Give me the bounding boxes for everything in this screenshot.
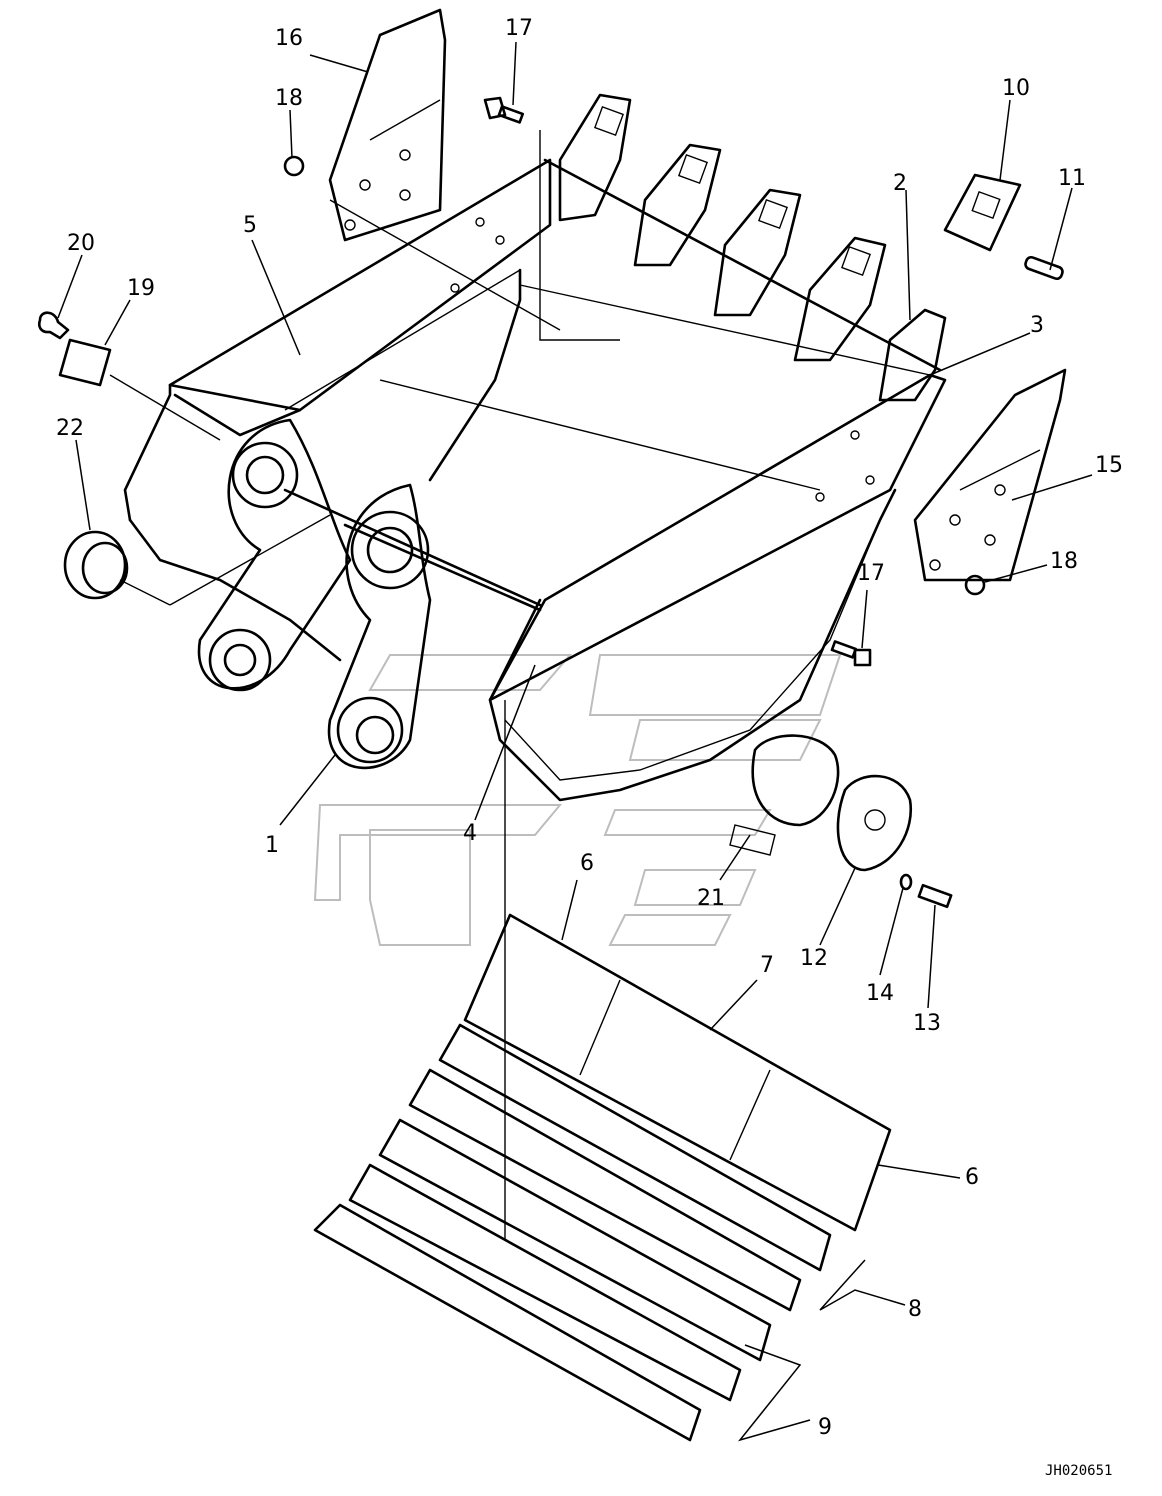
callout-6a: 6: [580, 851, 594, 876]
spare-tooth: [943, 173, 1022, 252]
washer-21: [729, 734, 840, 856]
callout-5: 5: [243, 213, 257, 238]
callout-17b: 17: [857, 561, 885, 586]
callout-15: 15: [1095, 453, 1123, 478]
wear-plates: [313, 913, 892, 1442]
bucket-body: [123, 158, 947, 802]
callout-11: 11: [1058, 166, 1086, 191]
leader-lines: [57, 41, 1093, 1442]
watermark-logo: [313, 654, 842, 946]
callout-21: 21: [697, 886, 725, 911]
nut-right: [964, 574, 986, 596]
bolt-right: [830, 640, 872, 667]
bolt-upper: [483, 96, 525, 124]
callout-13: 13: [913, 1011, 941, 1036]
side-cutter-right: [913, 368, 1067, 582]
callout-18a: 18: [275, 86, 303, 111]
callout-17a: 17: [505, 16, 533, 41]
callout-4: 4: [463, 821, 477, 846]
side-cutter-left: [328, 8, 447, 242]
callout-6b: 6: [965, 1165, 979, 1190]
bucket-teeth: [558, 93, 947, 402]
callout-10: 10: [1002, 76, 1030, 101]
screw-20: [38, 311, 70, 340]
callout-20: 20: [67, 231, 95, 256]
callout-19: 19: [127, 276, 155, 301]
boss-12: [836, 774, 913, 872]
callout-8: 8: [908, 1297, 922, 1322]
callout-7: 7: [760, 953, 774, 978]
plate-19: [58, 338, 112, 387]
callout-18b: 18: [1050, 549, 1078, 574]
nut-upper: [283, 155, 305, 177]
tooth-pin: [1024, 255, 1064, 281]
callout-14: 14: [866, 981, 894, 1006]
callout-22: 22: [56, 416, 84, 441]
callout-2: 2: [893, 171, 907, 196]
washer-14: [899, 873, 913, 891]
bolt-13: [917, 883, 953, 909]
callout-labels: 1 2 3 4 5 6 6 7 8 9 10 11 12 13 14 15 16…: [56, 16, 1123, 1479]
callout-3: 3: [1030, 313, 1044, 338]
bushing-22: [63, 530, 129, 600]
drawing-code: JH020651: [1045, 1463, 1112, 1479]
callout-9: 9: [818, 1415, 832, 1440]
callout-12: 12: [800, 946, 828, 971]
callout-1: 1: [265, 833, 279, 858]
callout-16: 16: [275, 26, 303, 51]
